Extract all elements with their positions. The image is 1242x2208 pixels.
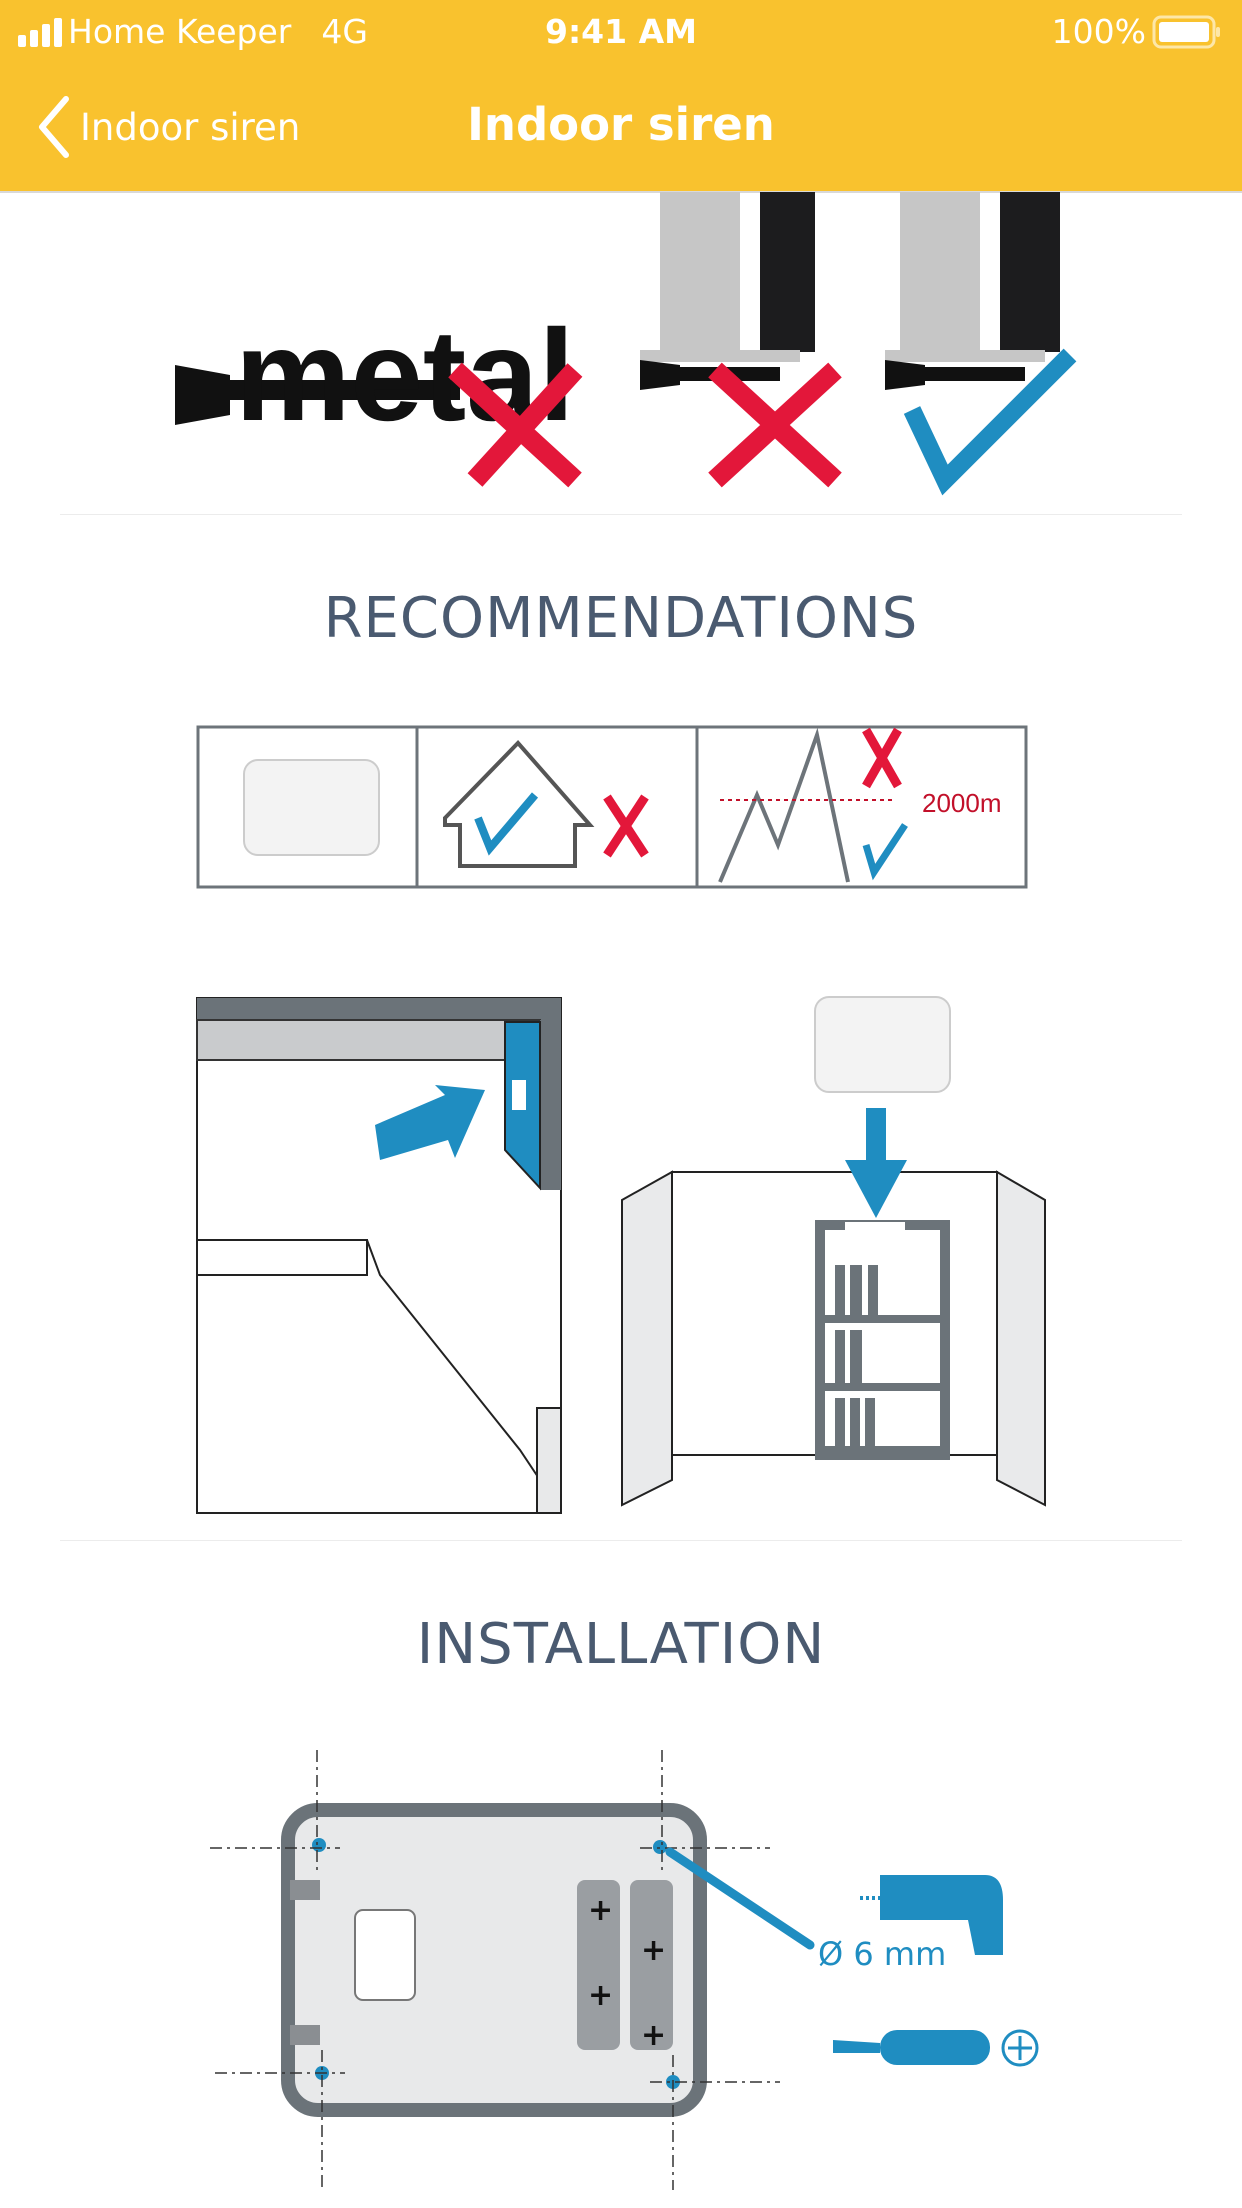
svg-text:+: + [641,2018,666,2053]
siren-device-icon [243,759,380,856]
network-type: 4G [321,12,368,51]
signal-icon [18,17,62,47]
altitude-icon: 2000m [718,727,1002,883]
siren-back-plate: + + + + [210,1750,815,2190]
recommendations-panel [196,725,1028,889]
drill-size-label: Ø 6 mm [818,1935,946,1973]
status-left: Home Keeper 4G [18,12,368,51]
status-right: 100% [1052,12,1222,51]
drill-icon: Ø 6 mm [818,1875,1003,1973]
svg-text:+: + [588,1978,613,2013]
back-button[interactable]: Indoor siren [36,95,300,159]
altitude-label: 2000m [922,788,1002,818]
page-title: Indoor siren [467,98,775,151]
svg-text:+: + [588,1893,613,1928]
recommendations-title: RECOMMENDATIONS [323,586,919,651]
house-icon [443,740,649,868]
battery-icon [1152,15,1220,48]
wall-correct-illustration [885,192,1077,496]
shelf-placement-scene [621,996,1046,1507]
section-divider [60,1540,1182,1541]
svg-text:+: + [641,1933,666,1968]
nav-header: Home Keeper 4G 9:41 AM 100% Indoor siren… [0,0,1242,193]
back-label: Indoor siren [80,105,301,149]
section-divider [60,514,1182,515]
chevron-left-icon [39,96,69,158]
carrier-name: Home Keeper [68,12,292,51]
installation-title: INSTALLATION [416,1612,826,1677]
wall-mount-scene [196,997,562,1514]
status-time: 9:41 AM [545,12,697,51]
battery-percent: 100% [1051,12,1146,51]
screwdriver-icon [833,2029,1039,2067]
wall-wrong-illustration [640,192,842,488]
screw-metal-illustration: metal [175,302,583,488]
